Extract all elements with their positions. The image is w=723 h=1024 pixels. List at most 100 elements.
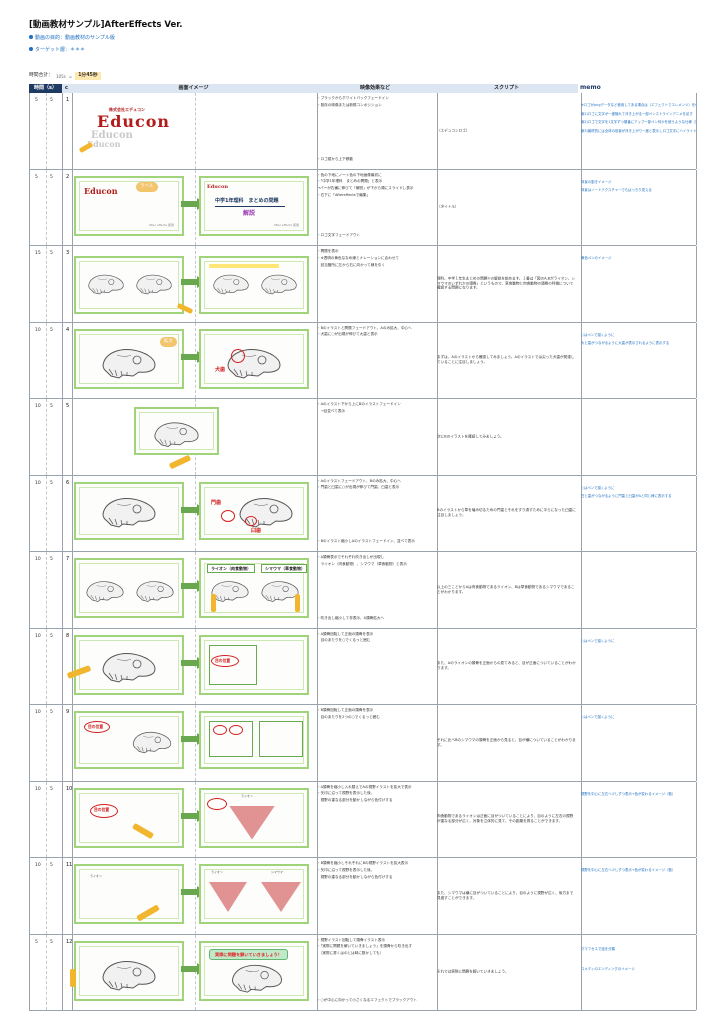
column-divider xyxy=(696,322,697,398)
column-divider xyxy=(29,858,30,934)
effect-line: ・視野イラスト回転して頭骨イラスト表示 xyxy=(317,937,386,942)
memo-cell: ママフセスで話を分類コメディのエンディングのイメージ xyxy=(581,947,696,976)
column-divider-dashed xyxy=(195,552,196,628)
scene-number: 5 xyxy=(66,403,70,409)
memo-line: ○はペンで描くように xyxy=(581,638,615,643)
column-divider xyxy=(29,399,30,475)
effect-line: ・A頭骨を縮小し入れ替えでAの視野イラストを拡大で表示 xyxy=(317,784,412,789)
effects-cell: ・B頭骨を縮小しそれぞれにBの視野イラストを拡大表示・矢印に沿って視野を表示した… xyxy=(317,861,433,932)
column-divider xyxy=(72,246,73,322)
script-cell: Bのイラストから草を噛み切るための門歯とそれをすり潰すために平らになった臼歯に注… xyxy=(437,508,576,518)
slide-inner xyxy=(79,792,179,843)
target-line: ターゲット層：＊＊＊ xyxy=(29,47,85,54)
skull-svg xyxy=(213,274,249,295)
script-cell: （エデュコンロゴ） xyxy=(437,128,470,133)
total-value: 1分45秒 xyxy=(75,72,101,81)
column-divider xyxy=(29,246,30,322)
yellow-arrow-icon xyxy=(295,594,300,612)
effects-cell: ・Aのイラストフェードアウト、Bのみ拡大、中心へ・門歯と臼歯に○が出現が伸びて門… xyxy=(317,479,433,550)
column-divider xyxy=(72,93,73,169)
effect-line: ・色の下地にノート色の下地画像最初に xyxy=(317,172,382,177)
skull-svg xyxy=(136,581,174,602)
slide-frame: 目の位置 xyxy=(74,787,184,848)
header-script: スクリプト xyxy=(435,84,578,93)
column-divider xyxy=(29,705,30,781)
column-divider xyxy=(62,781,63,857)
column-divider xyxy=(696,858,697,934)
skull-illustration xyxy=(259,272,299,296)
effect-line: ・Bのイラストと問題フェードアウト、Aのみ拡大、中心へ xyxy=(317,325,412,330)
column-divider xyxy=(317,475,318,551)
column-divider-dashed xyxy=(46,858,47,934)
skull-svg xyxy=(102,348,156,379)
column-divider xyxy=(317,246,318,322)
skull-svg xyxy=(88,274,124,295)
slide-inner xyxy=(204,486,304,535)
header-image: 画面イメージ xyxy=(72,84,315,93)
column-divider xyxy=(696,399,697,475)
column-divider-dashed xyxy=(46,475,47,551)
column-divider-dashed xyxy=(195,781,196,857)
script-cell: また、シマウマは横に目がついていることにより、目のように視野が広く、後方まで見渡… xyxy=(437,890,574,900)
effect-line: ・B頭骨回転して正面の頭骨を表示 xyxy=(317,708,374,712)
effect-line-bottom: ・Bのイラスト縮小しAのイラストフェードイン、並べて表示 xyxy=(317,539,415,544)
effects-cell: ・色の下地にノート色の下地画像最初に・「中学1年理科 まとめの問題」と表示→バー… xyxy=(317,173,433,244)
effect-line: 目のあたりを○でくるっと囲む xyxy=(317,638,371,643)
slide-frame xyxy=(134,407,219,455)
memo-cell: ○はペンで描くように xyxy=(581,639,696,648)
column-divider xyxy=(62,934,63,1010)
column-divider xyxy=(581,169,582,245)
column-divider xyxy=(437,781,438,857)
red-circle-mark xyxy=(245,515,257,526)
column-divider xyxy=(581,705,582,781)
column-divider xyxy=(696,246,697,322)
memo-cell: 背景の動きイメージ背景はノートテクスチャーでもはっきり見える xyxy=(581,180,696,197)
effects-cell: ・A頭骨表示でそれぞれ吹き出しが出現し ライオン（肉食動物）、シマウマ（草食動物… xyxy=(317,555,433,626)
slide-inner xyxy=(79,869,179,919)
column-divider xyxy=(62,705,63,781)
column-divider xyxy=(29,628,30,704)
column-divider xyxy=(72,781,73,857)
memo-line: ○はペンで描くように xyxy=(581,485,615,490)
time-total: 5 xyxy=(35,939,38,945)
time-total: 15 xyxy=(35,251,41,256)
effect-line: （実際に書くはのとは時に数かしても） xyxy=(317,951,384,956)
scene-number: 12 xyxy=(66,938,73,945)
slide-inner xyxy=(204,180,304,231)
column-divider-dashed xyxy=(46,322,47,398)
time-part: 5 xyxy=(50,174,53,180)
column-divider-dashed xyxy=(46,246,47,322)
scene-number: 7 xyxy=(66,556,70,562)
memo-line: 案2)ロゴで文字を1文字ずつ順番にアップ一部ペン何かを使うような仕様（案） xyxy=(581,120,696,125)
column-divider xyxy=(29,322,30,398)
script-cell: それでは実際に問題を解いていきましょう。 xyxy=(437,969,509,974)
scene-number: 2 xyxy=(66,173,70,180)
column-divider xyxy=(581,93,582,169)
skull-svg xyxy=(227,348,281,379)
lion-label: ライオン（肉食動物） xyxy=(207,564,255,574)
arrow-body xyxy=(181,736,197,742)
effect-line: ・A頭骨回転して正面の頭骨を表示 xyxy=(317,631,374,636)
slide-inner xyxy=(139,412,214,450)
script-cell: 次にBのイラストを確認してみましょう。 xyxy=(437,434,504,439)
effects-cell: ・A頭骨を縮小し入れ替えでAの視野イラストを拡大で表示・矢印に沿って視野を表示し… xyxy=(317,785,433,856)
memo-line: ○はペンで描くように xyxy=(581,715,615,719)
slide-frame: ライオン xyxy=(74,864,184,924)
column-divider xyxy=(581,399,582,475)
red-circle-mark xyxy=(213,725,227,735)
title-underline xyxy=(215,205,285,207)
column-divider-dashed xyxy=(195,322,196,398)
slide-frame xyxy=(74,634,184,695)
time-part: 5 xyxy=(50,786,53,792)
slide-frame xyxy=(70,940,184,1001)
eye-label: 目の位置 xyxy=(94,806,110,812)
total-time: 時間合計： 105s = 1分45秒 xyxy=(29,72,101,81)
time-total: 10 xyxy=(35,710,41,715)
script-cell: （タイトル） xyxy=(437,204,459,209)
skull-illustration xyxy=(94,957,164,993)
